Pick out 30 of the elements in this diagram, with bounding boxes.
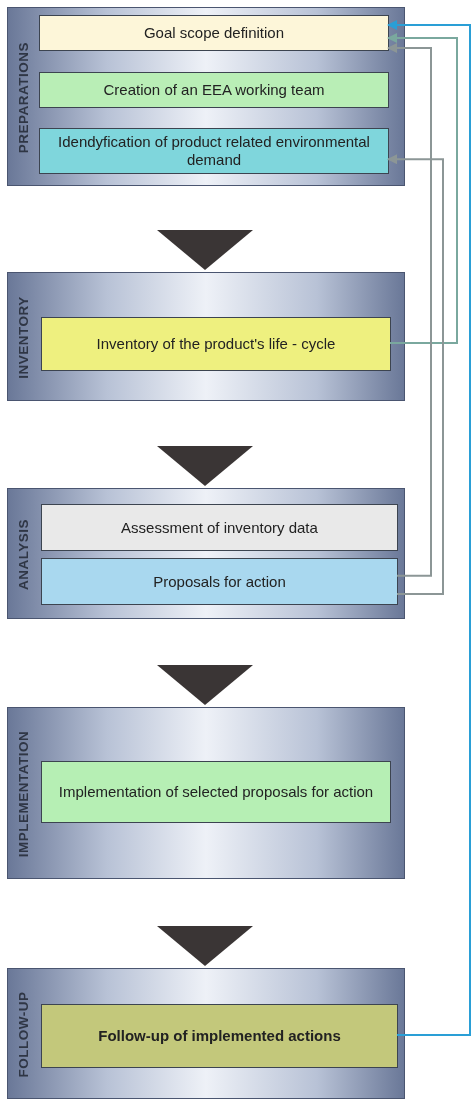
step-text: Inventory of the product's life - cycle xyxy=(96,335,336,353)
stage-label: IMPLEMENTATION xyxy=(16,729,31,860)
feedback-arrow xyxy=(387,20,471,1036)
stage-panel xyxy=(7,7,405,186)
process-box xyxy=(41,317,391,371)
stage-panel xyxy=(7,488,405,619)
step-text: Follow-up of implemented actions xyxy=(98,1027,341,1045)
step-text: Proposals for action xyxy=(153,572,286,591)
process-box xyxy=(39,72,389,108)
process-box xyxy=(39,128,389,174)
stage-label: ANALYSIS xyxy=(16,518,31,592)
stage-label: FOLLOW-UP xyxy=(16,990,31,1080)
stage-panel xyxy=(7,272,405,401)
process-box xyxy=(41,558,398,605)
step-text: Idendyfication of product related environmental demand xyxy=(57,133,371,169)
process-box xyxy=(41,504,398,551)
step-text: Creation of an EEA working team xyxy=(103,81,325,99)
feedback-arrow xyxy=(387,43,432,577)
stage-panel xyxy=(7,968,405,1099)
step-text: Goal scope definition xyxy=(143,24,285,42)
step-text: Implementation of selected proposals for action xyxy=(58,783,374,801)
feedback-arrow xyxy=(387,154,444,595)
stage-label: PREPARATIONS xyxy=(16,40,31,156)
process-box xyxy=(41,1004,398,1068)
stage-panel xyxy=(7,707,405,879)
feedback-arrow xyxy=(387,33,458,344)
step-text: Assessment of inventory data xyxy=(121,518,318,537)
process-box xyxy=(41,761,391,823)
process-box xyxy=(39,15,389,51)
stage-label: INVENTORY xyxy=(16,295,31,381)
